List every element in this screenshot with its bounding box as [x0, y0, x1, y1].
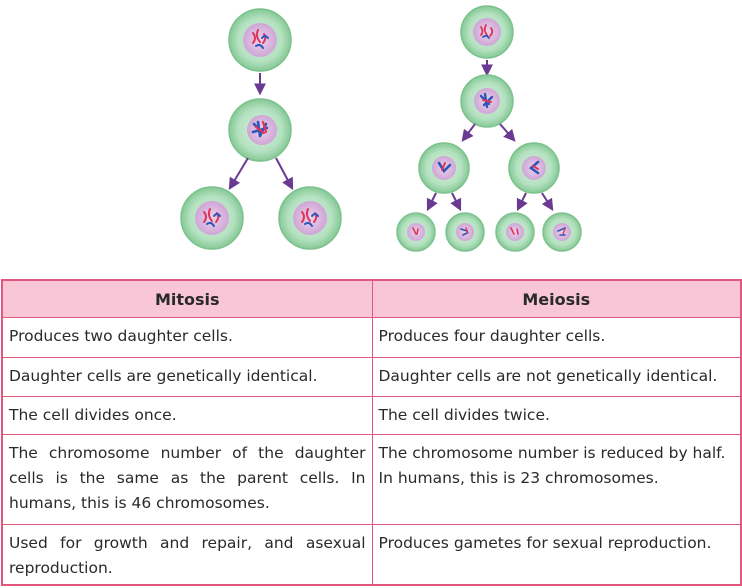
mitosis-cell: The chromosome number of the daughter ce…: [1, 434, 373, 525]
meiosis-gamete-cell-2: [445, 212, 485, 252]
meiosis-dividing-cell: [460, 74, 514, 128]
table-row: Used for growth and repair, and asexual …: [1, 524, 742, 586]
mitosis-arrow-right: [275, 157, 294, 191]
meiosis-cell: Daughter cells are not genetically ident…: [371, 357, 742, 397]
meiosis-arrow-left: [461, 123, 476, 142]
meiosis-parent-cell: [460, 5, 514, 59]
meiosis-cell: The chromosome number is reduced by half…: [371, 434, 742, 525]
table-header-row: Mitosis Meiosis: [1, 279, 742, 318]
meiosis-gamete-cell-3: [495, 212, 535, 252]
header-meiosis: Meiosis: [371, 279, 742, 318]
mitosis-daughter-cell-1: [180, 186, 244, 250]
meiosis-intermediate-cell-1: [418, 142, 470, 194]
comparison-table: Mitosis Meiosis Produces two daughter ce…: [1, 279, 742, 586]
mitosis-diagram: [180, 8, 342, 250]
table-row: The cell divides once. The cell divides …: [1, 396, 742, 435]
meiosis-arrow-6: [541, 192, 554, 212]
mitosis-dividing-cell: [228, 98, 292, 162]
meiosis-arrow-3: [426, 192, 438, 212]
table-row: Produces two daughter cells. Produces fo…: [1, 317, 742, 358]
mitosis-cell: Produces two daughter cells.: [1, 317, 373, 358]
meiosis-arrow-right: [499, 123, 516, 142]
mitosis-cell: Daughter cells are genetically identical…: [1, 357, 373, 397]
meiosis-intermediate-cell-2: [508, 142, 560, 194]
meiosis-cell: Produces four daughter cells.: [371, 317, 742, 358]
meiosis-gamete-cell-4: [542, 212, 582, 252]
mitosis-cell: The cell divides once.: [1, 396, 373, 435]
meiosis-cell: Produces gametes for sexual reproduction…: [371, 524, 742, 586]
meiosis-arrow-4: [450, 192, 462, 212]
cell-division-diagram: [180, 5, 582, 252]
meiosis-gamete-cell-1: [396, 212, 436, 252]
mitosis-arrow-left: [228, 157, 249, 191]
meiosis-cell: The cell divides twice.: [371, 396, 742, 435]
mitosis-cell: Used for growth and repair, and asexual …: [1, 524, 373, 586]
mitosis-daughter-cell-2: [278, 186, 342, 250]
meiosis-diagram: [396, 5, 582, 252]
table-row: The chromosome number of the daughter ce…: [1, 434, 742, 525]
meiosis-arrow-5: [516, 192, 528, 212]
header-mitosis: Mitosis: [1, 279, 373, 318]
table-row: Daughter cells are genetically identical…: [1, 357, 742, 397]
mitosis-parent-cell: [228, 8, 292, 72]
